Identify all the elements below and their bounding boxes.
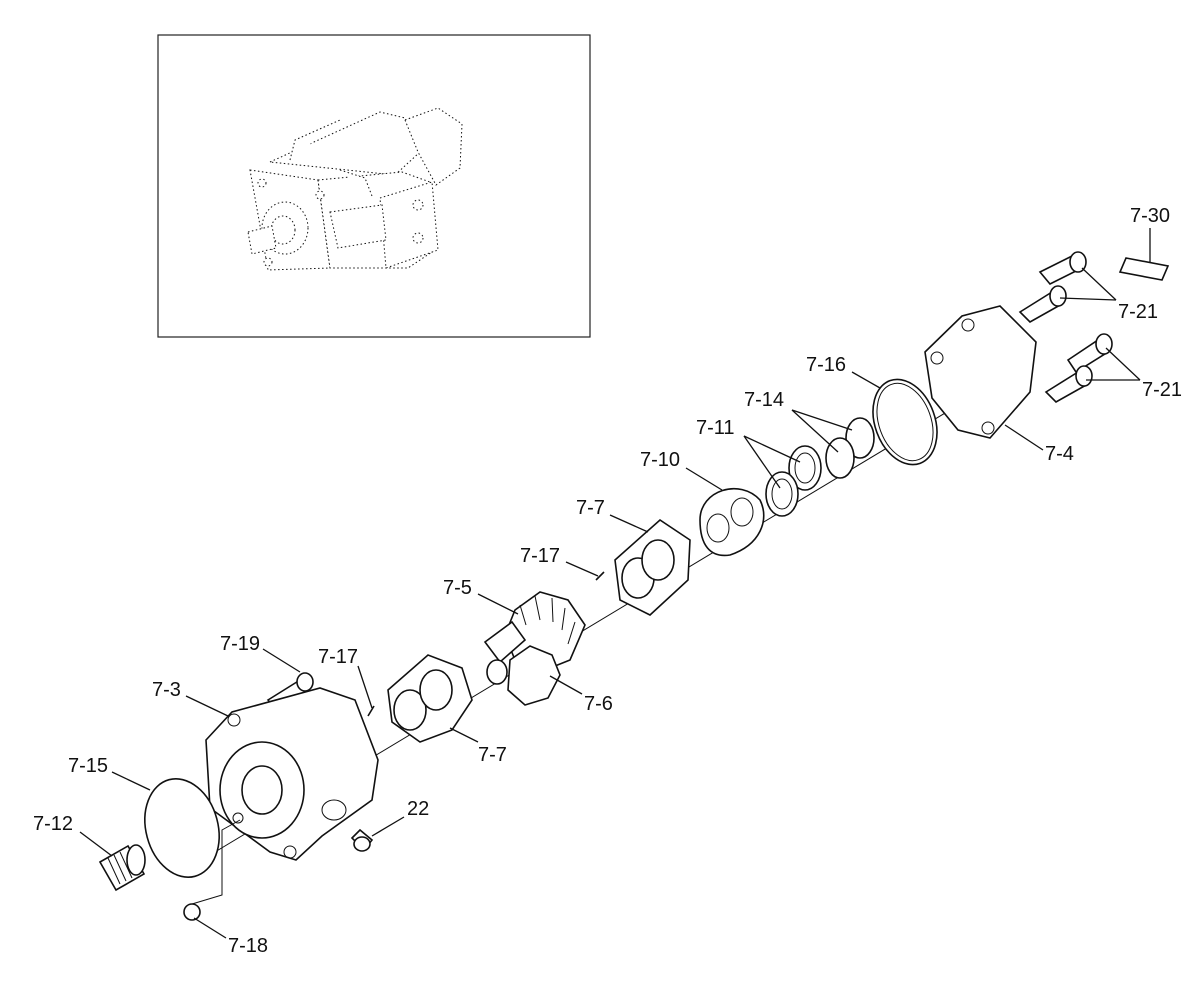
part-7-10-wear-plate — [699, 487, 765, 557]
label-7-17-lower: 7-17 — [318, 646, 358, 668]
part-7-21-bolts-upper — [1018, 251, 1087, 323]
assembly-inset — [157, 34, 591, 338]
label-7-30: 7-30 — [1130, 205, 1170, 227]
label-7-21-upper: 7-21 — [1118, 301, 1158, 323]
part-7-16-o-ring — [872, 378, 938, 466]
label-7-5: 7-5 — [443, 577, 472, 599]
label-7-12: 7-12 — [33, 813, 73, 835]
label-7-19: 7-19 — [220, 633, 260, 655]
label-7-18: 7-18 — [228, 935, 268, 957]
label-7-3: 7-3 — [152, 679, 181, 701]
label-7-17-upper: 7-17 — [520, 545, 560, 567]
label-22: 22 — [407, 798, 429, 820]
part-7-17-pin-lower — [367, 705, 375, 717]
part-7-12-needle-bearing — [98, 844, 146, 892]
label-7-4: 7-4 — [1045, 443, 1074, 465]
part-7-30-nameplate — [1118, 257, 1170, 281]
part-22-plug — [350, 828, 374, 852]
label-7-7-lower: 7-7 — [478, 744, 507, 766]
part-7-21-bolts-lower — [1044, 333, 1113, 403]
part-7-11-seal — [788, 445, 822, 491]
part-7-17-pin-upper — [595, 571, 605, 581]
label-7-6: 7-6 — [584, 693, 613, 715]
label-7-10: 7-10 — [640, 449, 680, 471]
label-7-21-lower: 7-21 — [1142, 379, 1182, 401]
part-7-4-rear-cover — [924, 305, 1037, 439]
label-7-14: 7-14 — [744, 389, 784, 411]
part-7-18-guide-line — [191, 819, 241, 905]
label-7-7-upper: 7-7 — [576, 497, 605, 519]
part-7-15-o-ring — [144, 778, 220, 878]
part-7-11-seal — [765, 471, 799, 517]
leader-lines — [79, 228, 1151, 939]
cover-hole — [961, 318, 975, 332]
cover-hole — [930, 351, 944, 365]
cover-hole — [981, 421, 995, 435]
part-7-6-driven-gear — [486, 645, 561, 706]
label-7-15: 7-15 — [68, 755, 108, 777]
callout-labels: 7-30 7-21 7-21 7-16 7-14 7-4 7-11 7-10 7… — [33, 205, 1182, 957]
label-7-11: 7-11 — [696, 417, 735, 439]
part-7-18-o-ring — [183, 903, 201, 921]
part-7-3-front-housing — [205, 687, 379, 861]
label-7-16: 7-16 — [806, 354, 846, 376]
assembled-pump-drawing — [247, 107, 463, 271]
